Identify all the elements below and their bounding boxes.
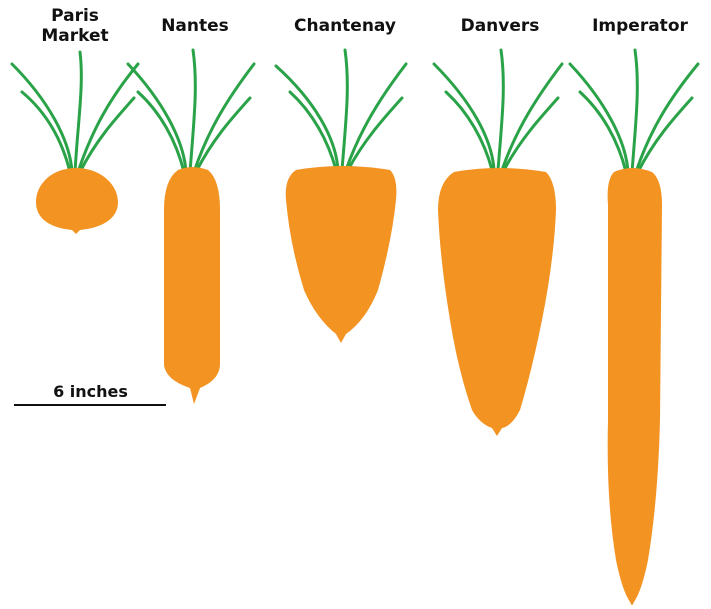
- danvers-root: [438, 168, 556, 436]
- nantes-root: [164, 167, 220, 404]
- nantes-leaves: [128, 50, 254, 172]
- label-chantenay: Chantenay: [270, 16, 420, 36]
- nantes-carrot: [128, 50, 254, 404]
- danvers-leaves: [434, 50, 562, 170]
- chantenay-root: [286, 166, 397, 343]
- imperator-carrot: [570, 50, 698, 605]
- label-paris-line2: Market: [20, 26, 130, 46]
- label-danvers-text: Danvers: [440, 16, 560, 36]
- imperator-root: [608, 168, 662, 605]
- paris-market-leaves: [12, 52, 138, 172]
- label-imperator-text: Imperator: [570, 16, 710, 36]
- label-nantes-text: Nantes: [140, 16, 250, 36]
- scale-bar: [14, 404, 166, 406]
- label-danvers: Danvers: [440, 16, 560, 36]
- imperator-leaves: [570, 50, 698, 172]
- paris-market-carrot: [12, 52, 138, 234]
- label-paris-market: Paris Market: [20, 6, 130, 46]
- paris-market-root: [36, 168, 118, 234]
- chantenay-carrot: [276, 50, 406, 343]
- label-paris-line1: Paris: [20, 6, 130, 26]
- label-imperator: Imperator: [570, 16, 710, 36]
- danvers-carrot: [434, 50, 562, 436]
- scale-label: 6 inches: [18, 382, 163, 401]
- label-nantes: Nantes: [140, 16, 250, 36]
- label-chantenay-text: Chantenay: [270, 16, 420, 36]
- chantenay-leaves: [276, 50, 406, 170]
